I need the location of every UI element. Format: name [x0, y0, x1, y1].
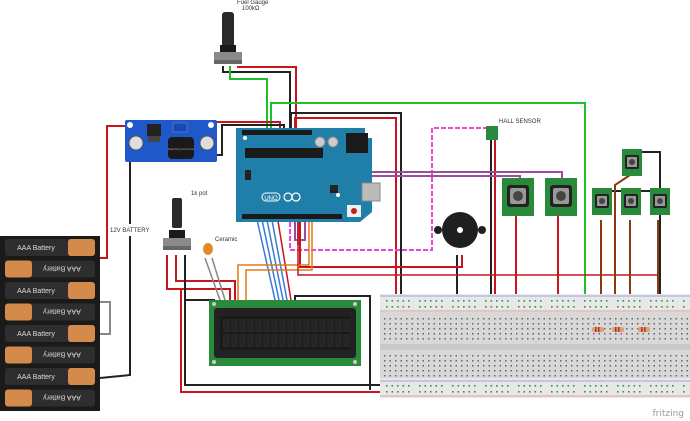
- arduino-logo-text: UNO: [264, 196, 278, 202]
- wire-fuel-red: [237, 66, 297, 128]
- push-button-5: [621, 188, 641, 215]
- wire-button-top-brown: [614, 174, 631, 330]
- aaa-battery-cell: AAA Battery: [5, 260, 95, 278]
- aaa-battery-label: AAA Battery: [17, 288, 55, 295]
- wire-buck-red-in: [96, 125, 130, 259]
- arduino-uno: UNO: [236, 128, 381, 222]
- push-buttons: [502, 149, 670, 216]
- aaa-battery-cell: AAA Battery: [5, 325, 95, 342]
- hall-sensor: HALL SENSOR: [486, 119, 541, 140]
- buck-converter: Switching Converter: [125, 120, 217, 162]
- aaa-battery-cell: AAA Battery: [5, 303, 95, 321]
- wire-fuel-black: [222, 66, 291, 128]
- potentiometer-1k: 1k pot: [163, 191, 208, 250]
- resistor-3: [638, 327, 650, 332]
- aaa-battery-label: AAA Battery: [17, 331, 55, 338]
- lcd-character-cells: [223, 319, 350, 347]
- wire-lcd-d4: [255, 214, 276, 301]
- resistor-1: [592, 327, 604, 332]
- resistors: [592, 327, 650, 332]
- wire-buck-black-out: [215, 124, 285, 156]
- aaa-battery-cell: AAA Battery: [5, 282, 95, 299]
- hall-sensor-label: HALL SENSOR: [499, 119, 541, 125]
- ceramic-capacitor: Ceramic: [203, 237, 237, 255]
- aaa-battery-label: AAA Battery: [17, 245, 55, 252]
- ceramic-label: Ceramic: [215, 237, 237, 243]
- wire-pot-red-2: [175, 255, 236, 300]
- wire-capacitor-leg-1: [204, 257, 221, 301]
- breadboard: [380, 294, 690, 398]
- wire-capacitor-leg-2: [211, 257, 226, 301]
- aaa-battery-cell: AAA Battery: [5, 239, 95, 256]
- aaa-battery-label: AAA Battery: [43, 265, 81, 272]
- wire-green-long: [270, 102, 586, 330]
- lcd-16x2: [209, 300, 361, 366]
- fuel-gauge-potentiometer: Fuel Gauge 100kΩ: [214, 0, 269, 64]
- wire-lcd-red-bottom: [180, 290, 400, 393]
- aaa-battery-label: AAA Battery: [43, 308, 81, 315]
- aaa-battery-label: AAA Battery: [43, 351, 81, 358]
- push-button-4: [592, 188, 612, 215]
- wire-fuel-green: [229, 66, 268, 128]
- aaa-battery-cell: AAA Battery: [5, 389, 95, 407]
- battery-12v-text: 12V BATTERY: [110, 228, 149, 234]
- wire-lcd-d7: [270, 214, 288, 301]
- pot-1k-label: 1k pot: [191, 191, 208, 197]
- wire-hall-signal: [289, 127, 488, 251]
- push-button-3: [622, 149, 642, 176]
- wire-black-gnd: [290, 112, 402, 300]
- wire-lcd-rs-red: [276, 214, 292, 301]
- aaa-battery-cell: AAA Battery: [5, 346, 95, 364]
- wire-pot-red-1: [166, 255, 231, 300]
- fritzing-watermark: fritzing: [652, 409, 684, 419]
- fuel-gauge-value: 100kΩ: [242, 6, 260, 12]
- wire-buzzer-red: [299, 215, 463, 268]
- breadboard-holes: [384, 300, 688, 393]
- fuel-gauge-label: Fuel Gauge: [237, 0, 269, 6]
- push-button-2: [545, 178, 577, 216]
- wire-red-arduino-right: [297, 215, 660, 276]
- arduino-logo: UNO: [261, 192, 301, 202]
- battery-12v-label: 12V BATTERY: [108, 224, 153, 236]
- aaa-battery-label: AAA Battery: [43, 394, 81, 401]
- wire-pot-black: [184, 255, 400, 386]
- wire-battery-jumper: [96, 301, 111, 335]
- wire-lcd-orange-1: [237, 215, 310, 300]
- wire-lcd-orange-2: [245, 215, 313, 300]
- aaa-battery-cell: AAA Battery: [5, 368, 95, 385]
- wire-red-5v: [294, 117, 397, 300]
- wire-button-top-black: [640, 151, 661, 300]
- wire-lcd-d5: [260, 214, 280, 301]
- piezo-buzzer: [434, 212, 486, 248]
- wire-lcd-black-right: [294, 295, 371, 390]
- wire-lcd-d6: [265, 214, 284, 301]
- aaa-battery-label: AAA Battery: [17, 374, 55, 381]
- push-button-6: [650, 188, 670, 215]
- buck-chip-label: Switching Converter: [168, 147, 195, 151]
- resistor-2: [612, 327, 624, 332]
- push-button-1: [502, 178, 534, 216]
